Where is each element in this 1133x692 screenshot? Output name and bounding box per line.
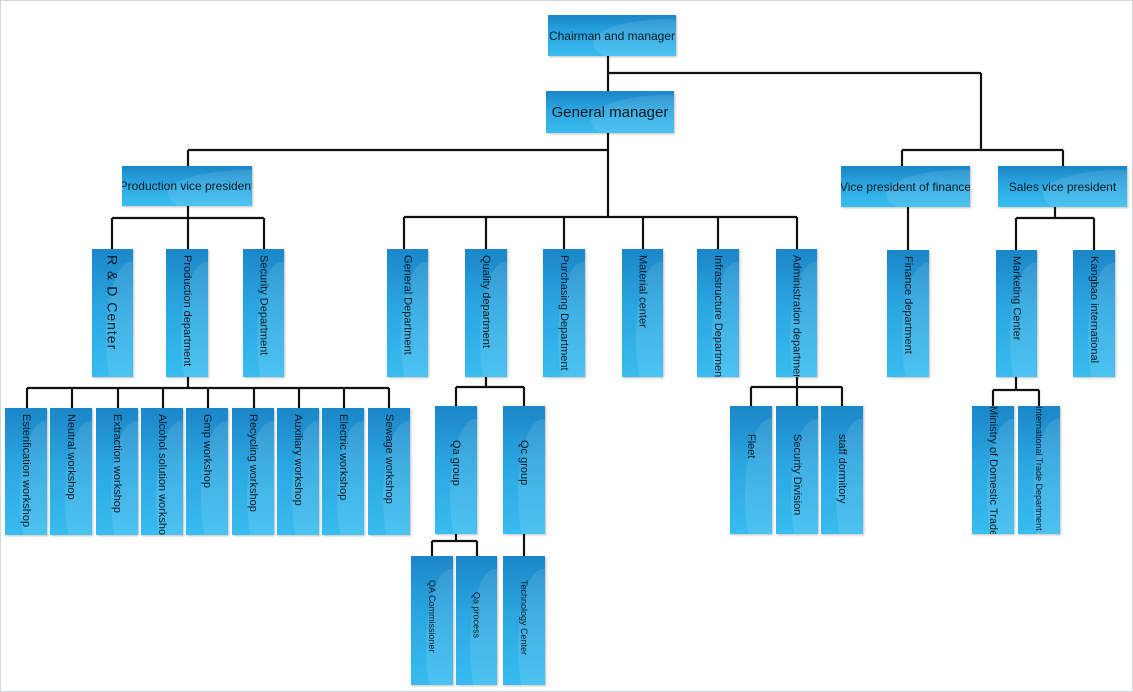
kangbao-international-label: Kangbao international [1088, 256, 1100, 364]
auxiliary-workshop-box: Auxiliary workshop [277, 408, 319, 535]
electric-workshop-box: Electric workshop [322, 408, 364, 535]
qa-group-label: Qa group [450, 440, 462, 486]
chairman-label: Chairman and manager [548, 28, 676, 43]
technology-center-label: Technology Center [519, 580, 529, 656]
marketing-center-box: Marketing Center [996, 250, 1037, 377]
finance-department-box: Finance department [887, 250, 929, 377]
staff-dormitory-box: staff dormitory [821, 406, 863, 534]
international-trade-label: International Trade Department [1034, 406, 1044, 531]
quality-department-box: Quality department [465, 249, 507, 377]
infrastructure-department-box: Infrastructure Department [697, 249, 739, 377]
domestic-trade-box: Ministry of Domestic Trade [972, 406, 1014, 534]
infrastructure-department-label: Infrastructure Department [712, 255, 724, 377]
production-vp-label: Production vice president [122, 179, 252, 193]
security-division-label: Security Division [791, 434, 803, 516]
finance-department-label: Finance department [902, 256, 914, 354]
purchasing-department-box: Purchasing Department [543, 249, 585, 377]
general-manager-box: General manager [546, 91, 674, 133]
material-center-box: Material center [622, 249, 663, 377]
neutral-workshop-label: Neutral workshop [65, 414, 77, 500]
alcohol-workshop-box: Alcohol solution workshop [141, 408, 183, 535]
chairman-box: Chairman and manager [548, 15, 676, 56]
qc-group-box: Qc group [503, 406, 545, 534]
general-department-label: General Department [401, 255, 414, 355]
staff-dormitory-label: staff dormitory [836, 434, 848, 504]
international-trade-box: International Trade Department [1018, 406, 1060, 534]
quality-department-label: Quality department [480, 255, 492, 348]
auxiliary-workshop-label: Auxiliary workshop [292, 414, 304, 506]
electric-workshop-label: Electric workshop [337, 414, 349, 501]
marketing-center-label: Marketing Center [1010, 256, 1023, 341]
extraction-workshop-label: Extraction workshop [111, 414, 123, 514]
qa-process-box: Qa process [456, 556, 497, 685]
finance-vp-label: Vice president of finance [841, 179, 970, 194]
recycling-workshop-box: Recycling workshop [232, 408, 274, 535]
neutral-workshop-box: Neutral workshop [50, 408, 92, 535]
sales-vp-box: Sales vice president [998, 166, 1127, 207]
alcohol-workshop-label: Alcohol solution workshop [156, 414, 168, 535]
technology-center-box: Technology Center [503, 556, 545, 685]
qa-process-label: Qa process [471, 592, 482, 639]
esterification-workshop-label: Esterification workshop [20, 414, 32, 528]
production-department-box: Production department [166, 249, 208, 377]
sewage-workshop-label: Sewage workshop [383, 414, 395, 504]
domestic-trade-label: Ministry of Domestic Trade [987, 406, 999, 534]
sales-vp-label: Sales vice president [1008, 179, 1117, 194]
security-division-box: Security Division [776, 406, 818, 534]
security-department-box: Security Department [243, 249, 284, 377]
fleet-label: Fleet [745, 434, 757, 459]
sewage-workshop-box: Sewage workshop [368, 408, 410, 535]
general-manager-label: General manager [551, 103, 669, 121]
production-department-label: Production department [181, 255, 193, 367]
recycling-workshop-label: Recycling workshop [247, 414, 259, 512]
esterification-workshop-box: Esterification workshop [5, 408, 47, 535]
qa-group-box: Qa group [435, 406, 477, 534]
qa-commissioner-label: QA Commissioner [427, 580, 437, 653]
rd-center-label: R & D Center [104, 255, 121, 351]
administration-department-box: Administration department [776, 249, 817, 377]
purchasing-department-label: Purchasing Department [558, 255, 570, 371]
qa-commissioner-box: QA Commissioner [411, 556, 453, 685]
gmp-workshop-label: Gmp workshop [201, 414, 213, 488]
material-center-label: Material center [636, 255, 649, 328]
general-department-box: General Department [387, 249, 428, 377]
kangbao-international-box: Kangbao international [1073, 250, 1115, 377]
fleet-box: Fleet [730, 406, 772, 534]
production-vp-box: Production vice president [122, 166, 252, 206]
finance-vp-box: Vice president of finance [841, 166, 970, 207]
security-department-label: Security Department [257, 255, 270, 356]
extraction-workshop-box: Extraction workshop [96, 408, 138, 535]
rd-center-box: R & D Center [92, 249, 133, 377]
gmp-workshop-box: Gmp workshop [186, 408, 228, 535]
qc-group-label: Qc group [518, 440, 530, 486]
administration-department-label: Administration department [790, 255, 803, 377]
